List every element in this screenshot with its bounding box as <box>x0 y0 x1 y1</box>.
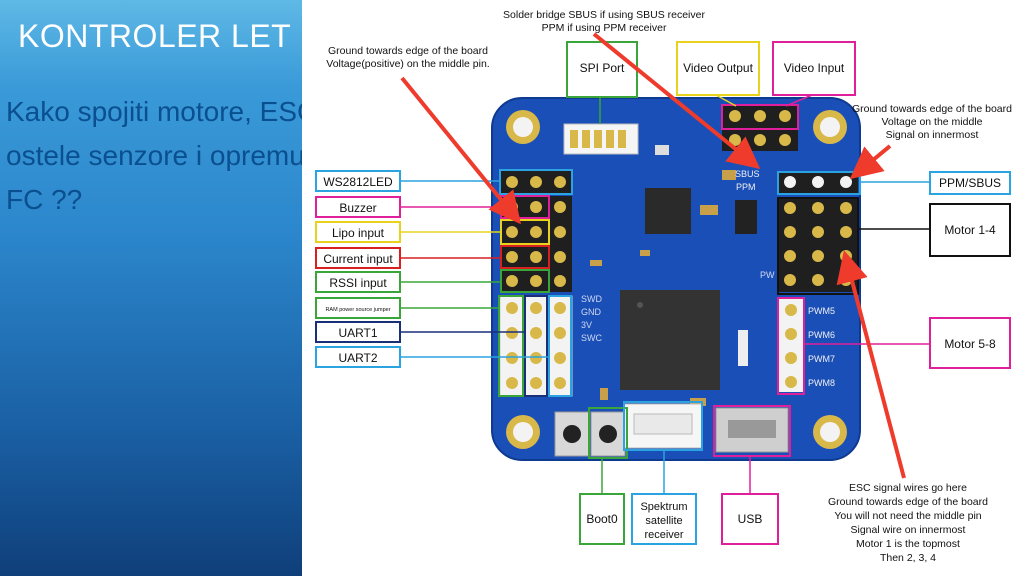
slide-title-panel: KONTROLER LET Kako spojiti motore, ESC, … <box>0 0 302 576</box>
mounting-hole-icon <box>813 110 847 144</box>
slide-body-text: Kako spojiti motore, ESC, i ostele senzo… <box>6 96 302 215</box>
note-esc-6: Then 2, 3, 4 <box>880 552 936 564</box>
silk-gnd: GND <box>581 307 602 317</box>
diagram-svg: SBUS PPM SWD GND 3V SWC PWM5 PWM6 PWM7 P… <box>315 9 1012 564</box>
note-solder-bridge-2: PPM if using PPM receiver <box>542 22 667 34</box>
ws2812-pin-box <box>499 169 573 195</box>
label-ws2812: WS2812LED <box>323 175 393 189</box>
ppm-sbus-pin-box <box>777 171 861 195</box>
label-spektrum-2: satellite <box>645 515 682 527</box>
regulator-chip <box>735 200 757 234</box>
boot0-box <box>588 407 628 459</box>
note-esc-5: Motor 1 is the topmost <box>856 538 960 550</box>
note-ground-right-2: Voltage on the middle <box>882 116 983 128</box>
arrow-esc-signal <box>836 250 906 479</box>
silk-pwm7: PWM7 <box>808 354 835 364</box>
label-ram-jumper: RAM power source jumper <box>325 307 390 313</box>
flight-controller-diagram: SBUS PPM SWD GND 3V SWC PWM5 PWM6 PWM7 P… <box>302 0 1024 576</box>
label-video-input: Video Input <box>784 61 845 75</box>
spektrum-connector <box>623 403 703 449</box>
label-buzzer: Buzzer <box>339 201 376 215</box>
label-motor-5-8: Motor 5-8 <box>944 337 996 351</box>
label-video-output: Video Output <box>683 61 753 75</box>
note-esc-4: Signal wire on innermost <box>851 524 966 536</box>
arrow-ground-right <box>849 144 892 180</box>
mounting-hole-icon <box>506 110 540 144</box>
silk-swc: SWC <box>581 333 602 343</box>
label-uart2: UART2 <box>338 351 377 365</box>
spi-connector <box>563 123 639 155</box>
label-spektrum-3: receiver <box>644 529 683 541</box>
silk-sbus: SBUS <box>735 169 760 179</box>
current-pin-box <box>500 245 550 269</box>
silk-swd: SWD <box>581 294 602 304</box>
note-esc-1: ESC signal wires go here <box>849 482 967 494</box>
arrow-ground-left <box>400 76 522 225</box>
gyro-chip <box>645 188 691 234</box>
silk-ppm: PPM <box>736 182 756 192</box>
label-spi-port: SPI Port <box>580 61 625 75</box>
note-ground-left-2: Voltage(positive) on the middle pin. <box>326 58 489 70</box>
label-lipo: Lipo input <box>332 226 385 240</box>
slide-title: KONTROLER LET <box>18 18 292 54</box>
label-motor-1-4: Motor 1-4 <box>944 223 996 237</box>
silk-pwm8: PWM8 <box>808 378 835 388</box>
label-boxes: WS2812LED Buzzer Lipo input Current inpu… <box>315 41 1011 545</box>
label-uart1: UART1 <box>338 326 377 340</box>
spektrum-box <box>623 401 703 451</box>
ram-jumper-box <box>498 295 524 397</box>
note-ground-right-3: Signal on innermost <box>886 129 979 141</box>
motor58-pin-box <box>777 297 805 395</box>
usb-box <box>713 405 791 457</box>
silk-pwm5: PWM5 <box>808 306 835 316</box>
mounting-hole-icon <box>506 415 540 449</box>
note-esc-3: You will not need the middle pin <box>834 510 981 522</box>
label-current: Current input <box>323 252 393 266</box>
silk-pwm6: PWM6 <box>808 330 835 340</box>
video-pin-box <box>721 104 799 130</box>
left-pin-headers <box>499 170 573 397</box>
label-spektrum-1: Spektrum <box>640 501 687 513</box>
note-ground-left-1: Ground towards edge of the board <box>328 45 488 57</box>
label-rssi: RSSI input <box>329 276 387 290</box>
boot-buttons <box>554 411 626 457</box>
rssi-pin-box <box>500 269 550 293</box>
usb-connector <box>715 407 789 453</box>
arrow-solder-bridge <box>592 32 761 170</box>
label-boot0: Boot0 <box>586 512 618 526</box>
mounting-hole-icon <box>813 415 847 449</box>
motor-pin-headers <box>778 172 858 392</box>
note-esc-2: Ground towards edge of the board <box>828 496 988 508</box>
note-ground-right-1: Ground towards edge of the board <box>852 103 1012 115</box>
flight-controller-board <box>491 97 861 461</box>
uart1-pin-box <box>524 295 548 397</box>
label-ppm-sbus: PPM/SBUS <box>939 176 1001 190</box>
motor14-pin-box <box>777 197 859 295</box>
label-usb: USB <box>738 512 763 526</box>
silk-pw: PW <box>760 270 775 280</box>
uart2-pin-box <box>548 295 572 397</box>
mcu-chip <box>620 290 720 390</box>
silk-3v: 3V <box>581 320 592 330</box>
note-solder-bridge-1: Solder bridge SBUS if using SBUS receive… <box>503 9 705 21</box>
